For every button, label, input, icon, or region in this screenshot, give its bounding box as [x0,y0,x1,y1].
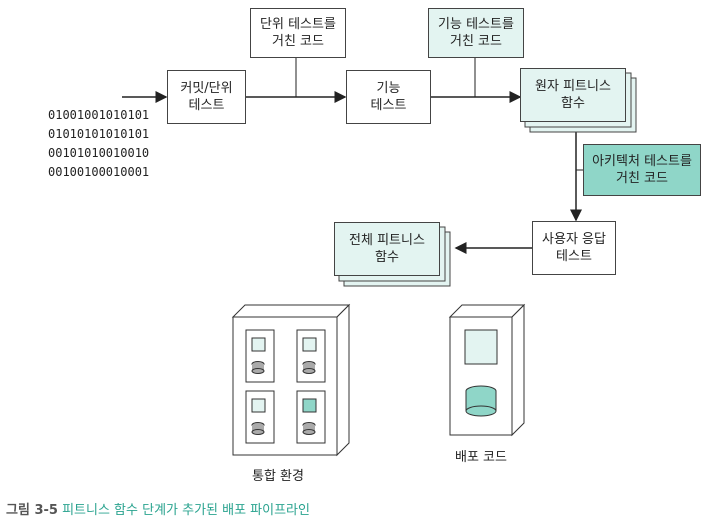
binary-line: 00100100010001 [48,165,150,179]
integration-environment-label: 통합 환경 [252,469,304,484]
commit-unit-test-stage: 커밋/단위 테스트 [167,70,246,124]
figure-caption: 그림 3-5 피트니스 함수 단계가 추가된 배포 파이프라인 [6,499,310,518]
binary-line: 01010101010101 [48,127,150,141]
function-passed-note: 기능 테스트를 거친 코드 [428,8,524,58]
binary-line: 01001001010101 [48,108,150,122]
binary-line: 00101010010010 [48,146,150,160]
deploy-server-icon [448,303,526,437]
figure-title: 피트니스 함수 단계가 추가된 배포 파이프라인 [62,503,310,518]
holistic-fitness-functions: 전체 피트니스 함수 [334,222,440,276]
architecture-passed-note: 아키텍처 테스트를 거친 코드 [583,144,701,196]
function-test-stage: 기능 테스트 [346,70,431,124]
integration-server-icon [231,303,351,457]
deployed-code-label: 배포 코드 [455,450,507,465]
figure-number: 그림 3-5 [6,503,58,518]
atomic-fitness-functions: 원자 피트니스 함수 [520,68,626,122]
unit-passed-note: 단위 테스트를 거친 코드 [250,8,346,58]
user-acceptance-test-stage: 사용자 응답 테스트 [532,221,616,275]
binary-code-block: 01001001010101 01010101010101 0010101001… [48,106,149,182]
